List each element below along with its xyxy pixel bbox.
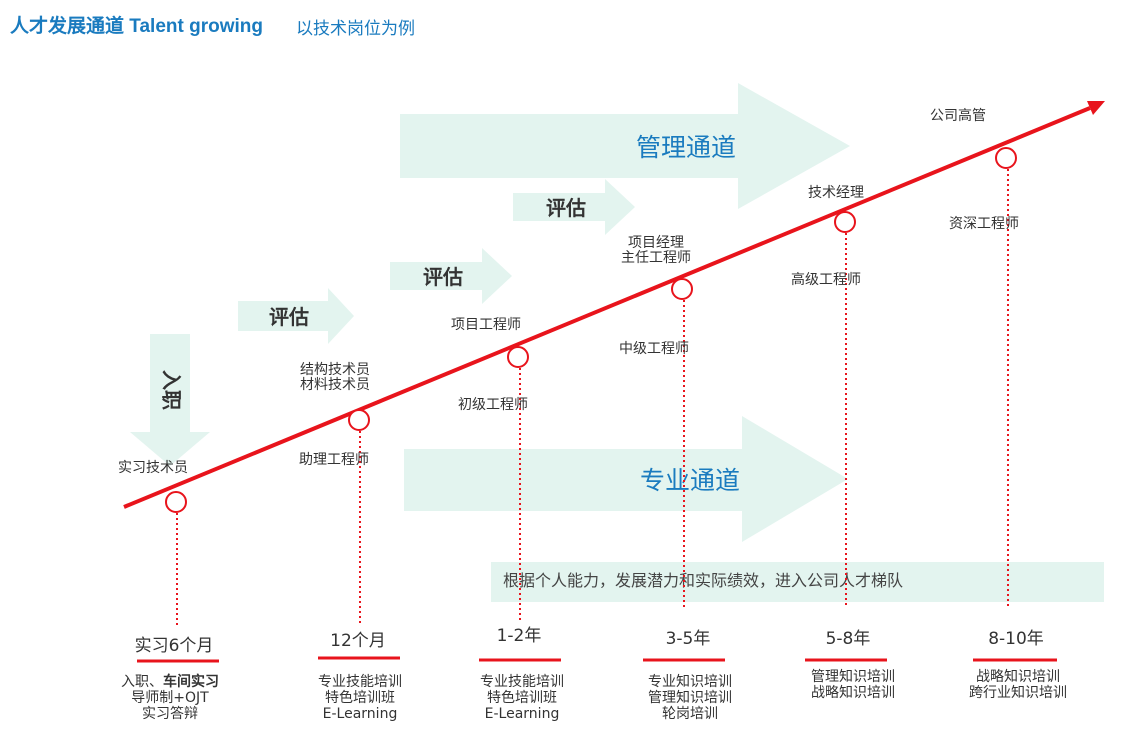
period-5: 5-8年 bbox=[826, 629, 871, 649]
growth-arrowhead bbox=[1087, 101, 1105, 115]
milestones bbox=[165, 147, 1017, 513]
evaluate-label-3: 评估 bbox=[546, 196, 586, 220]
ladder-note-box bbox=[491, 562, 1104, 602]
training-4-line-3: 轮岗培训 bbox=[662, 706, 718, 722]
training-1-line-1: 入职、车间实习 bbox=[121, 673, 219, 690]
page-subtitle: 以技术岗位为例 bbox=[296, 19, 415, 39]
period-3: 1-2年 bbox=[497, 626, 542, 646]
professional-channel-label: 专业通道 bbox=[640, 466, 740, 495]
milestone-3 bbox=[507, 346, 529, 368]
training-2-line-2: 特色培训班 bbox=[325, 689, 395, 706]
evaluate-arrow-3 bbox=[513, 179, 635, 235]
node-assistant-engineer: 助理工程师 bbox=[299, 452, 369, 468]
milestone-2 bbox=[348, 409, 370, 431]
ladder-note: 根据个人能力，发展潜力和实际绩效，进入公司人才梯队 bbox=[503, 571, 903, 590]
node-project-manager: 项目经理 bbox=[628, 235, 684, 251]
node-intern: 实习技术员 bbox=[118, 460, 188, 476]
training-4-line-2: 管理知识培训 bbox=[648, 689, 732, 706]
evaluate-arrow-1 bbox=[238, 288, 354, 344]
training-5-line-1: 管理知识培训 bbox=[811, 668, 895, 685]
growth-line bbox=[123, 106, 1091, 509]
node-material-tech: 材料技术员 bbox=[300, 377, 370, 393]
training-5-line-2: 战略知识培训 bbox=[811, 684, 895, 701]
node-chief-engineer: 主任工程师 bbox=[621, 250, 691, 266]
training-4-line-1: 专业知识培训 bbox=[648, 673, 732, 690]
period-6: 8-10年 bbox=[988, 629, 1044, 649]
node-senior-engineer: 高级工程师 bbox=[791, 271, 861, 288]
milestone-1 bbox=[165, 491, 187, 513]
evaluate-label-2: 评估 bbox=[423, 265, 463, 289]
entry-arrow bbox=[130, 334, 210, 466]
evaluate-label-1: 评估 bbox=[269, 305, 309, 329]
management-channel-arrow bbox=[400, 83, 850, 209]
training-2-line-3: E-Learning bbox=[323, 706, 398, 722]
training-6-line-2: 跨行业知识培训 bbox=[969, 684, 1067, 701]
timeline: 实习6个月 入职、车间实习 导师制+OJT 实习答辩 12个月 专业技能培训 特… bbox=[121, 626, 1067, 722]
training-1-line-3: 实习答辩 bbox=[142, 705, 198, 722]
period-4: 3-5年 bbox=[666, 629, 711, 649]
page-title: 人才发展通道 Talent growing bbox=[10, 14, 263, 37]
milestone-5 bbox=[834, 211, 856, 233]
node-principal-engineer: 资深工程师 bbox=[949, 216, 1019, 232]
node-tech-manager: 技术经理 bbox=[808, 185, 864, 201]
milestone-6 bbox=[995, 147, 1017, 169]
node-executive: 公司高管 bbox=[930, 107, 986, 124]
node-intermediate-engineer: 中级工程师 bbox=[619, 341, 689, 357]
training-3-line-2: 特色培训班 bbox=[487, 689, 557, 706]
training-2-line-1: 专业技能培训 bbox=[318, 674, 402, 690]
evaluate-arrow-2 bbox=[390, 248, 512, 304]
management-channel-label: 管理通道 bbox=[636, 133, 736, 162]
period-1: 实习6个月 bbox=[135, 636, 214, 656]
training-3-line-3: E-Learning bbox=[485, 706, 560, 722]
timeline-connectors bbox=[176, 169, 1009, 625]
entry-label: 入职 bbox=[160, 370, 184, 410]
professional-channel-arrow bbox=[404, 416, 848, 542]
node-project-engineer: 项目工程师 bbox=[451, 317, 521, 333]
period-2: 12个月 bbox=[330, 631, 386, 651]
training-3-line-1: 专业技能培训 bbox=[480, 674, 564, 690]
node-structure-tech: 结构技术员 bbox=[300, 362, 370, 378]
milestone-4 bbox=[671, 278, 693, 300]
node-junior-engineer: 初级工程师 bbox=[458, 396, 528, 413]
training-6-line-1: 战略知识培训 bbox=[976, 668, 1060, 685]
training-1-line-2: 导师制+OJT bbox=[131, 690, 209, 706]
